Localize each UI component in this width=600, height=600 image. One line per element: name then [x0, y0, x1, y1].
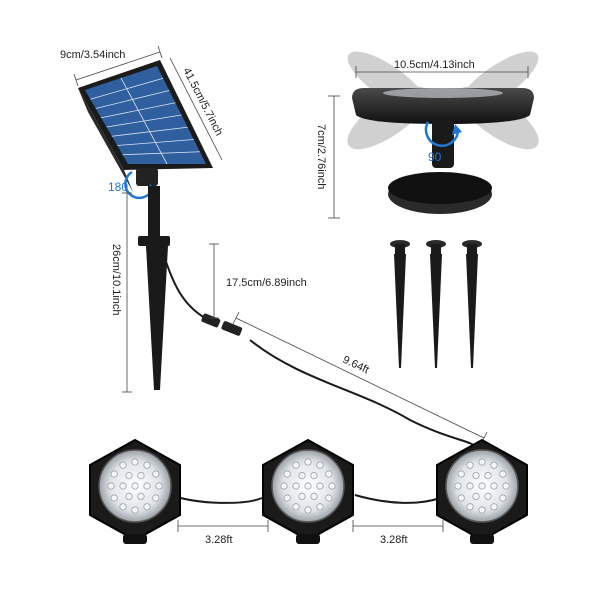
led-icon [316, 461, 324, 469]
head-rotation-arrow-icon [424, 121, 462, 147]
led-icon [280, 482, 288, 490]
led-icon [325, 494, 333, 502]
led-icon [131, 458, 139, 466]
led-icon [466, 482, 474, 490]
led-icon [119, 482, 127, 490]
led-icon [107, 482, 115, 490]
led-icon [292, 461, 300, 469]
led-icon [143, 503, 151, 511]
led-icon [143, 461, 151, 469]
head-height-label: 7cm/2.76inch [315, 124, 327, 189]
led-icon [478, 458, 486, 466]
led-icon [152, 494, 160, 502]
led-icon [283, 470, 291, 478]
led-icon [304, 506, 312, 514]
led-icon [484, 471, 492, 480]
led-icon [328, 482, 336, 490]
led-icon [292, 482, 300, 490]
head-rotation-label: 90 [428, 150, 442, 164]
led-icon [457, 494, 465, 502]
gap-left-label: 3.28ft [205, 534, 233, 546]
led-icon [457, 470, 465, 478]
ground-stake-3 [462, 240, 482, 368]
main-cable-dimension [232, 311, 488, 445]
led-icon [137, 471, 145, 480]
head-height-dimension [328, 95, 340, 219]
led-icon [110, 470, 118, 478]
ground-stakes [390, 240, 482, 368]
led-icon [478, 482, 486, 490]
led-icon [131, 482, 139, 490]
led-icon [316, 482, 324, 490]
led-icon [499, 494, 507, 502]
panel-stake [138, 186, 170, 390]
led-icon [310, 492, 318, 500]
cable [157, 239, 479, 504]
led-icon [499, 470, 507, 478]
led-icon [292, 503, 300, 511]
stake-height-dimension [122, 192, 132, 393]
led-icon [490, 503, 498, 511]
gap-right-dimension [352, 520, 444, 532]
head-width-dimension [355, 66, 529, 78]
spotlights [89, 439, 528, 544]
led-icon [325, 470, 333, 478]
led-icon [125, 492, 133, 500]
led-icon [143, 482, 151, 490]
led-icon [131, 506, 139, 514]
led-icon [304, 458, 312, 466]
stake-height-label: 26cm/10.1inch [110, 244, 122, 316]
led-icon [466, 461, 474, 469]
led-icon [472, 471, 480, 480]
gap-left-dimension [177, 520, 269, 532]
led-icon [298, 471, 306, 480]
led-icon [125, 471, 133, 480]
solar-panel [78, 60, 213, 192]
cable-connector [201, 313, 243, 336]
gap-right-label: 3.28ft [380, 534, 408, 546]
cable-drop-label: 17.5cm/6.89inch [226, 277, 307, 289]
led-icon [152, 470, 160, 478]
led-icon [119, 503, 127, 511]
led-icon [454, 482, 462, 490]
led-icon [502, 482, 510, 490]
led-icon [484, 492, 492, 500]
panel-length-dimension [169, 57, 223, 161]
led-icon [137, 492, 145, 500]
led-icon [472, 492, 480, 500]
led-icon [155, 482, 163, 490]
led-icon [119, 461, 127, 469]
panel-width-label: 9cm/3.54inch [60, 49, 125, 61]
led-icon [283, 494, 291, 502]
spotlight-3 [436, 439, 528, 544]
spotlight-2 [262, 439, 354, 544]
led-icon [490, 482, 498, 490]
ground-stake-2 [426, 240, 446, 368]
led-icon [478, 506, 486, 514]
led-icon [490, 461, 498, 469]
light-head-rotation-view [347, 51, 539, 214]
led-icon [316, 503, 324, 511]
led-icon [298, 492, 306, 500]
led-icon [304, 482, 312, 490]
ground-stake-1 [390, 240, 410, 368]
head-width-label: 10.5cm/4.13inch [394, 59, 475, 71]
led-icon [110, 494, 118, 502]
main-cable-label: 9.64ft [341, 354, 371, 377]
led-icon [310, 471, 318, 480]
cable-drop-dimension [209, 243, 219, 319]
led-icon [466, 503, 474, 511]
panel-width-dimension [73, 45, 163, 87]
spotlight-1 [89, 439, 181, 544]
panel-rotation-label: 180 [108, 180, 128, 194]
